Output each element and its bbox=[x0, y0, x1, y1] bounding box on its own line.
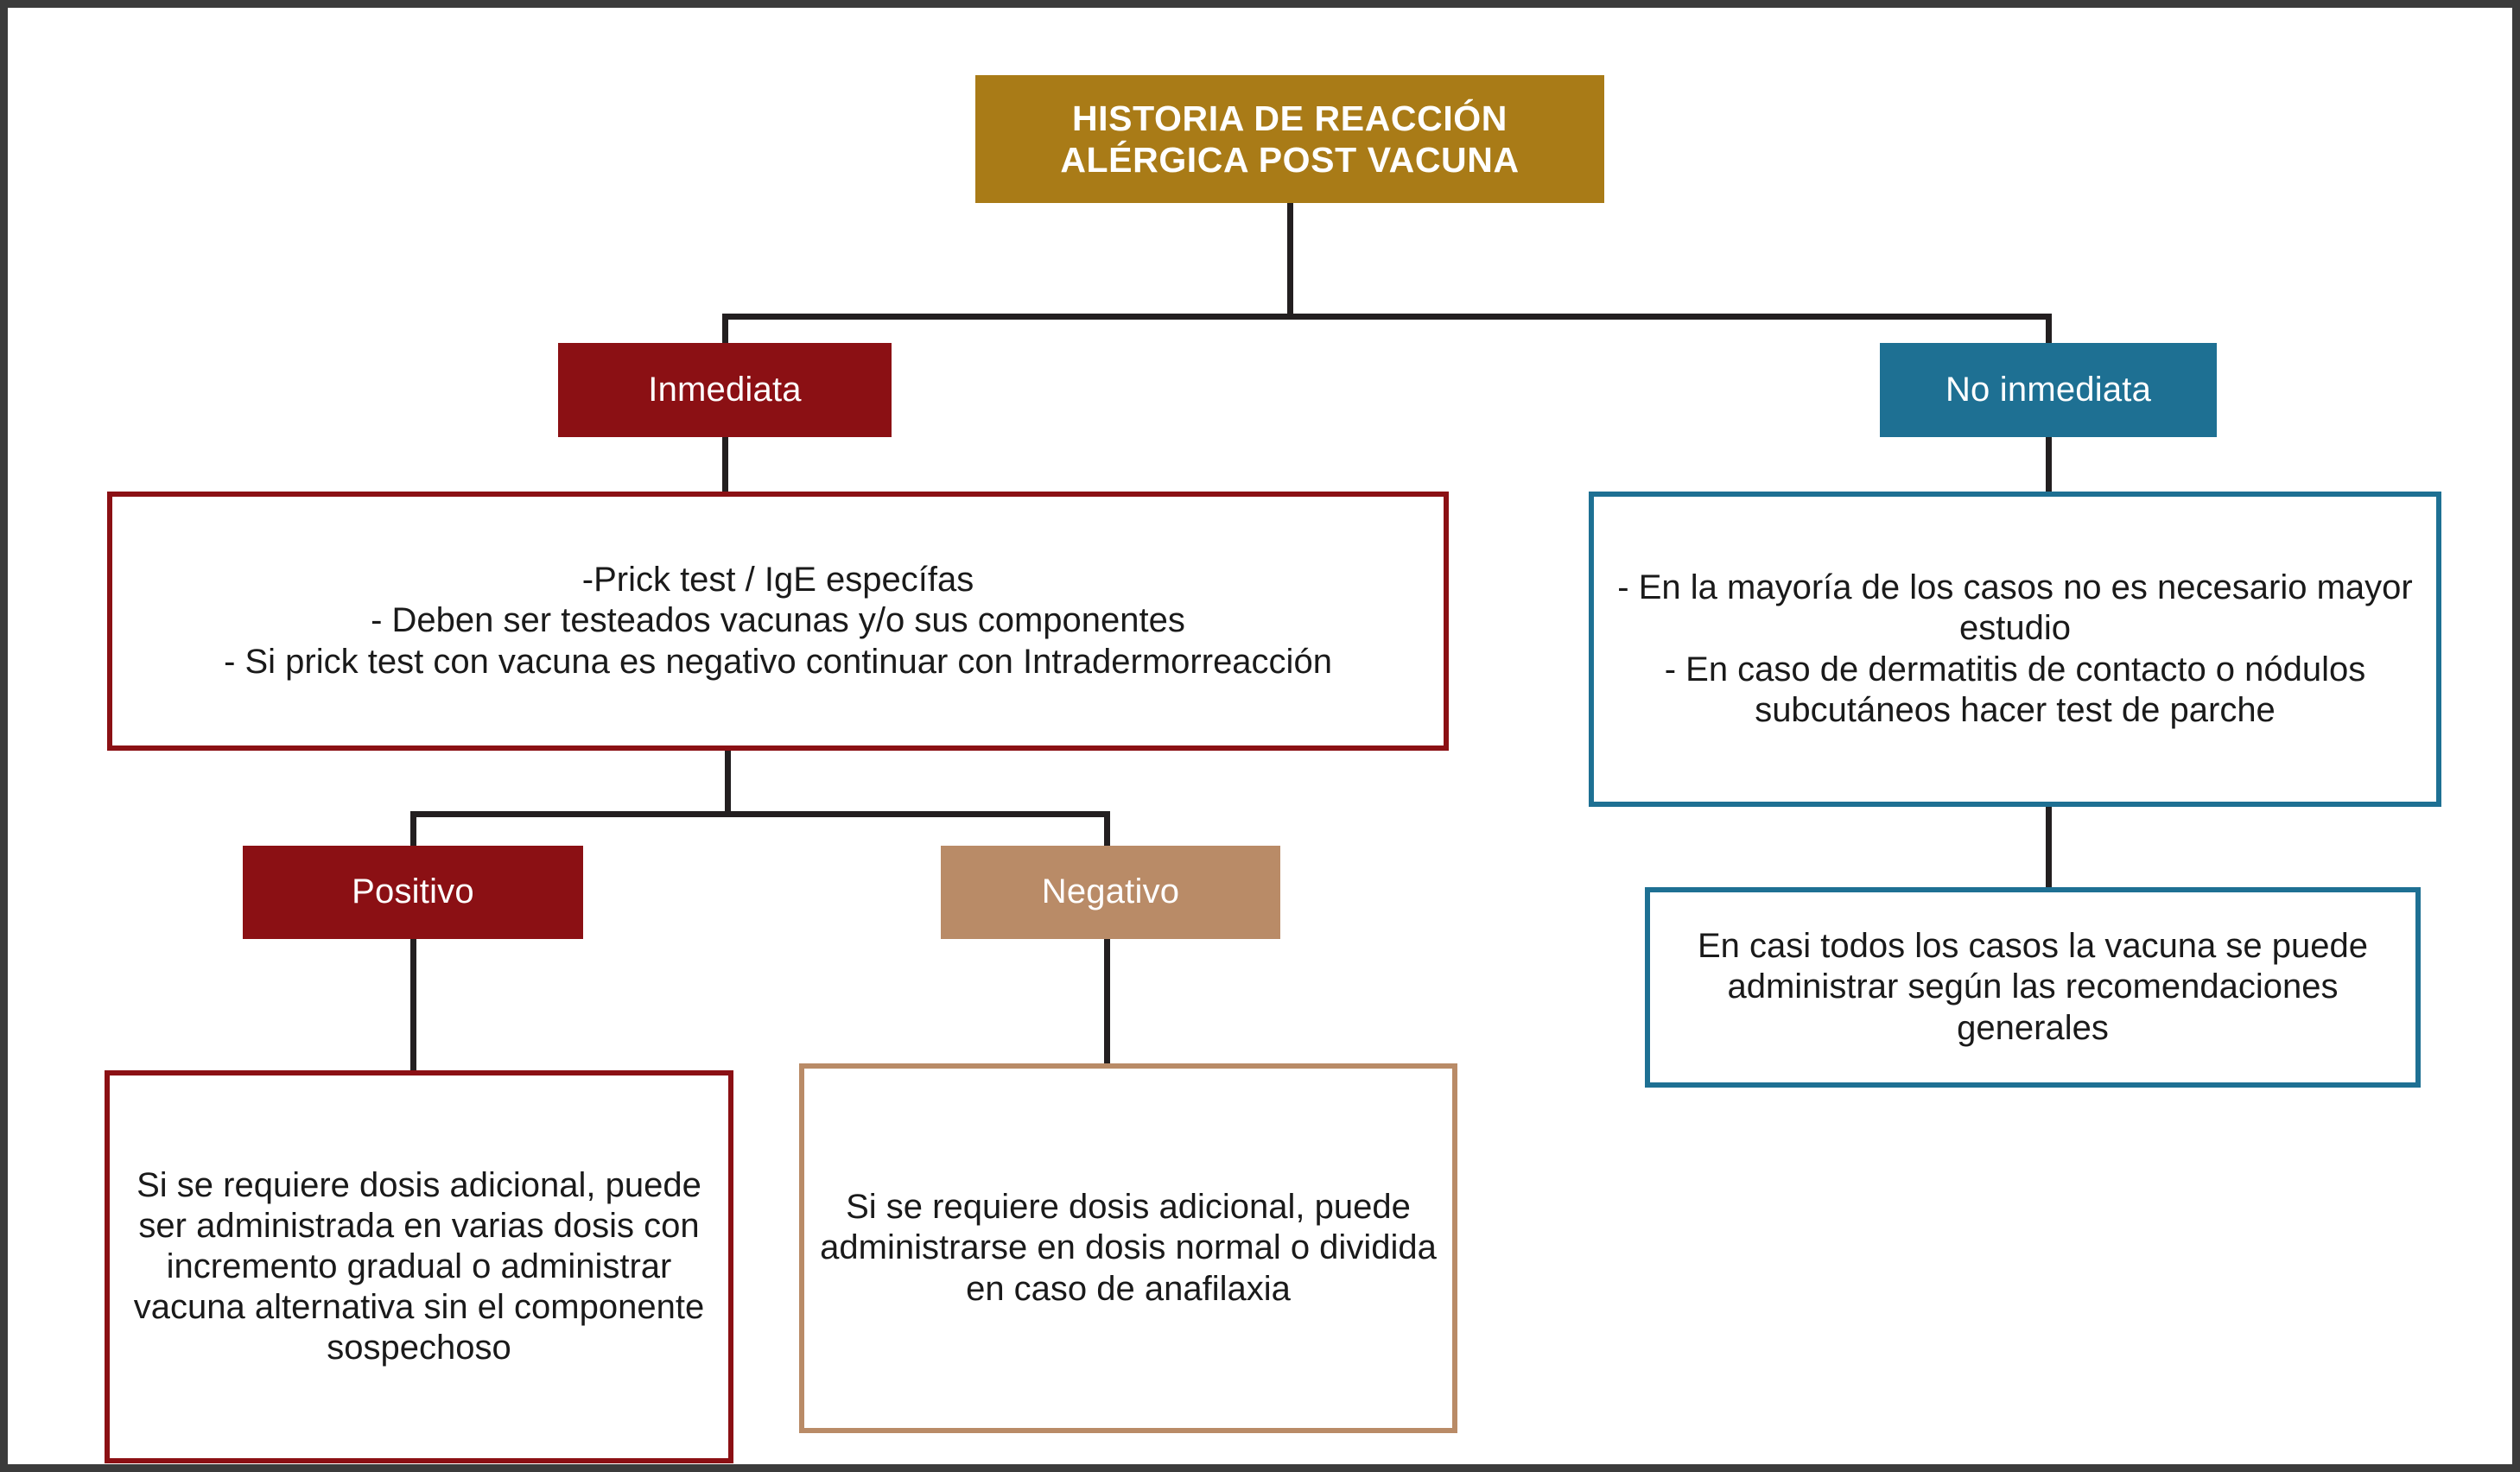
node-no-inmediata-label: No inmediata bbox=[1945, 370, 2152, 409]
connector-to-positivo bbox=[410, 811, 416, 847]
connector-to-inmediata bbox=[722, 314, 728, 345]
connector-detail-stem bbox=[725, 749, 731, 816]
node-no-inmediata-detail[interactable]: - En la mayoría de los casos no es neces… bbox=[1589, 492, 2441, 807]
node-no-inmediata-detail-label: - En la mayoría de los casos no es neces… bbox=[1617, 568, 2413, 729]
connector-negativo-to-outcome bbox=[1104, 939, 1110, 1067]
node-negativo[interactable]: Negativo bbox=[941, 846, 1280, 939]
connector-no-inmediata-to-detail bbox=[2046, 437, 2052, 494]
connector-root-bus bbox=[722, 314, 2051, 320]
connector-to-negativo bbox=[1104, 811, 1110, 847]
node-positivo-outcome[interactable]: Si se requiere dosis adicional, puede se… bbox=[105, 1070, 733, 1463]
node-inmediata-detail-label: -Prick test / IgE específas - Deben ser … bbox=[224, 561, 1332, 681]
connector-results-bus bbox=[410, 811, 1110, 817]
connector-to-no-inmediata bbox=[2046, 314, 2052, 345]
node-no-inmediata[interactable]: No inmediata bbox=[1880, 343, 2217, 437]
node-inmediata[interactable]: Inmediata bbox=[558, 343, 892, 437]
connector-positivo-to-outcome bbox=[410, 939, 416, 1074]
connector-right-detail-to-outcome bbox=[2046, 803, 2052, 892]
node-positivo-label: Positivo bbox=[352, 872, 474, 911]
node-inmediata-detail[interactable]: -Prick test / IgE específas - Deben ser … bbox=[107, 492, 1449, 751]
node-title-label: HISTORIA DE REACCIÓN ALÉRGICA POST VACUN… bbox=[1060, 98, 1520, 180]
node-positivo-outcome-label: Si se requiere dosis adicional, puede se… bbox=[133, 1165, 705, 1367]
node-positivo[interactable]: Positivo bbox=[243, 846, 583, 939]
node-no-inmediata-outcome[interactable]: En casi todos los casos la vacuna se pue… bbox=[1645, 887, 2421, 1088]
connector-inmediata-to-detail bbox=[722, 437, 728, 494]
node-no-inmediata-outcome-label: En casi todos los casos la vacuna se pue… bbox=[1697, 927, 2369, 1047]
node-negativo-label: Negativo bbox=[1041, 872, 1180, 911]
connector-root-stem bbox=[1287, 203, 1293, 319]
node-negativo-outcome-label: Si se requiere dosis adicional, puede ad… bbox=[820, 1188, 1437, 1308]
node-inmediata-label: Inmediata bbox=[648, 370, 802, 409]
node-negativo-outcome[interactable]: Si se requiere dosis adicional, puede ad… bbox=[799, 1063, 1457, 1433]
node-historia-reaccion-alergica[interactable]: HISTORIA DE REACCIÓN ALÉRGICA POST VACUN… bbox=[975, 75, 1604, 203]
